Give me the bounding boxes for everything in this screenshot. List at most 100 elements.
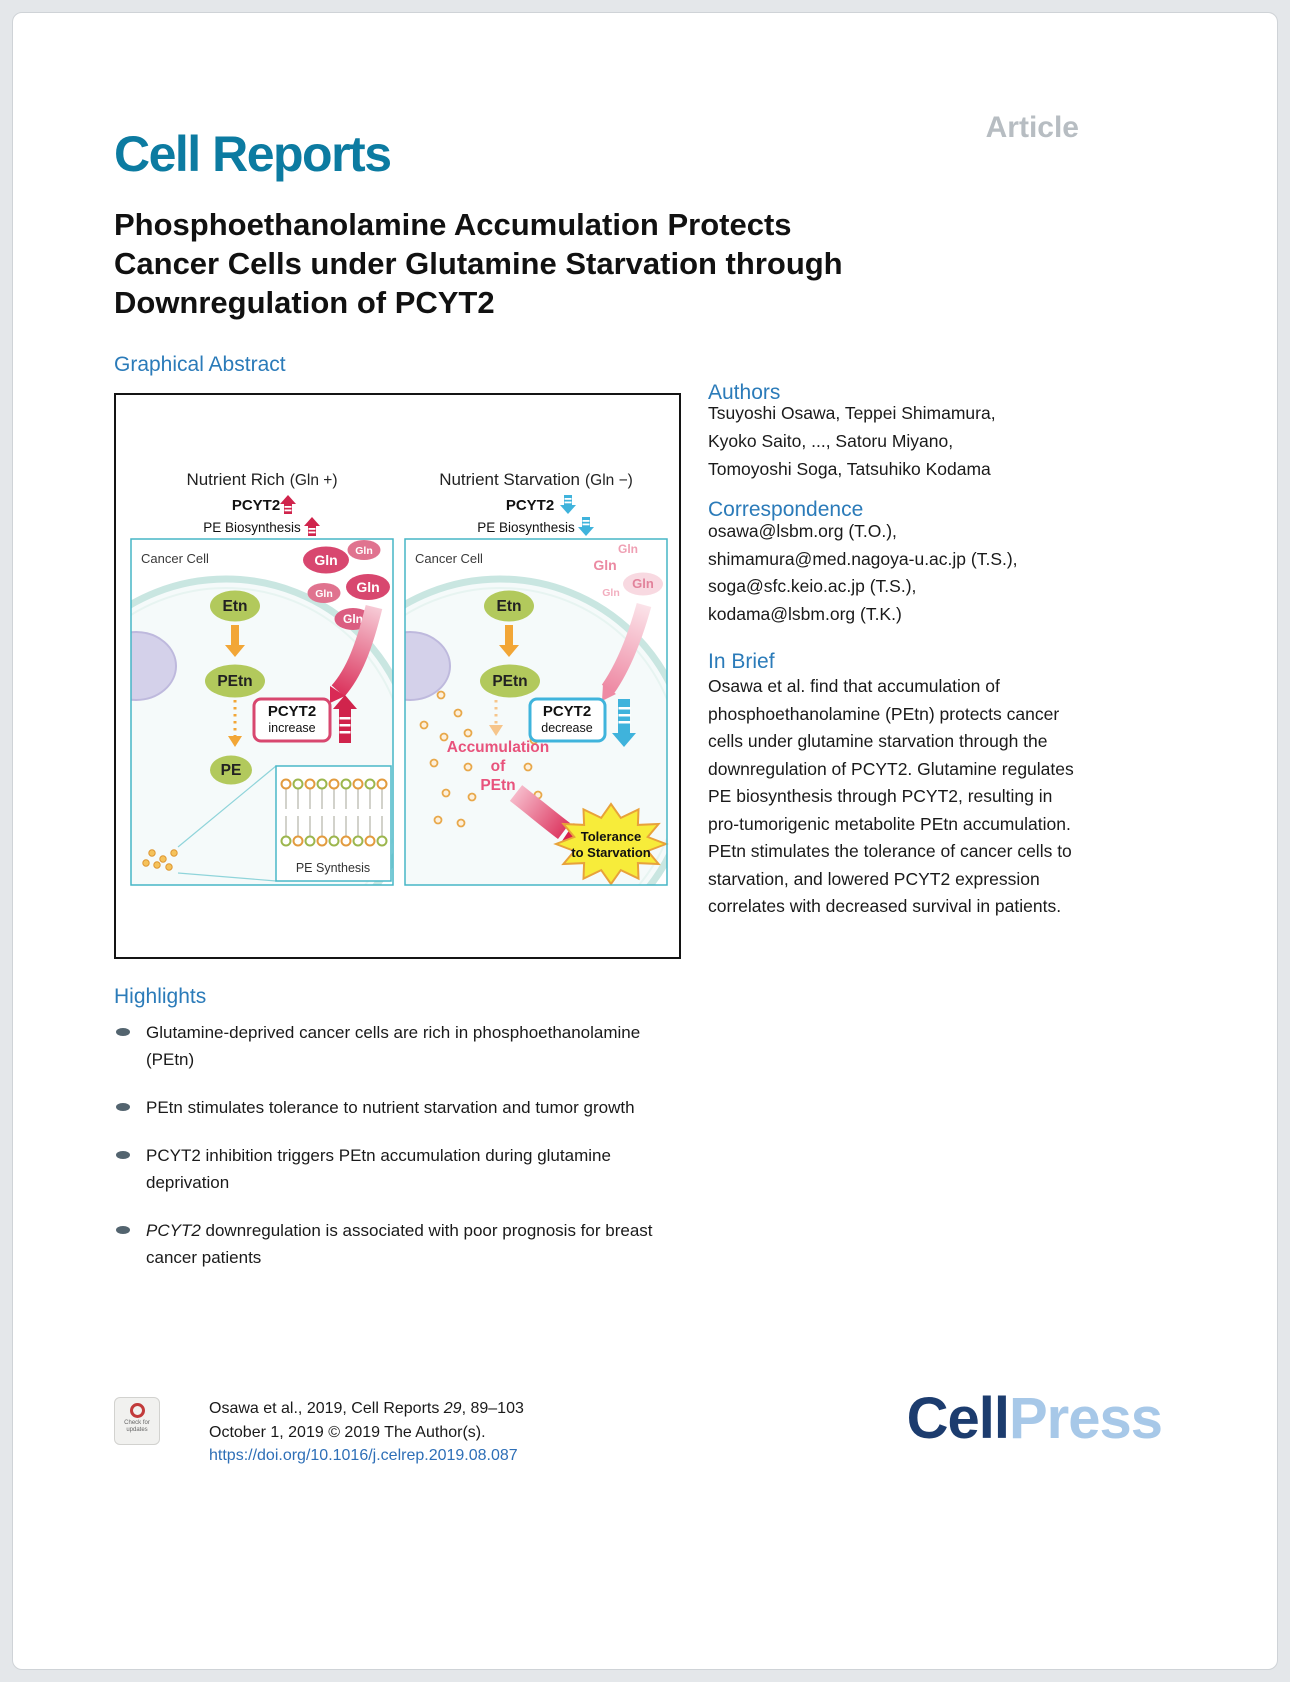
tolerance-starburst: Tolerance to Starvation [553,802,669,886]
copyright-line: October 1, 2019 © 2019 The Author(s). [209,1423,486,1441]
highlight-item: PEtn stimulates tolerance to nutrient st… [114,1094,679,1121]
down-arrow-blue-icon [560,495,576,514]
up-arrow-red-icon [280,495,296,514]
left-process-label: PE Biosynthesis [203,520,301,535]
arrowhead-orange [228,736,242,747]
right-panel-border [404,538,668,886]
petn-node [205,664,265,698]
correspondence-line: osawa@lsbm.org (T.O.), [708,521,897,541]
article-type-label: Article [985,111,1079,144]
highlights-heading: Highlights [114,985,207,1008]
bullet-icon [116,1151,130,1159]
in-brief-text: Osawa et al. find that accumulation of p… [708,676,1074,916]
bullet-icon [116,1103,130,1111]
publisher-logo: CellPress [906,1386,1163,1451]
highlights-list: Glutamine-deprived cancer cells are rich… [114,1019,679,1292]
left-gene-label: PCYT2 [232,497,280,514]
svg-text:Tolerance: Tolerance [581,829,641,844]
gln-molecule: Gln [356,579,379,595]
svg-text:PCYT2: PCYT2 [268,703,316,720]
gln-molecule: Gln [343,612,363,626]
citation-block: Osawa et al., 2019, Cell Reports 29, 89–… [209,1397,524,1468]
svg-text:PEtn: PEtn [480,777,515,794]
left-condition-label: Nutrient Rich(Gln +) [186,470,337,489]
right-condition-label: Nutrient Starvation(Gln −) [439,470,633,489]
svg-text:to Starvation: to Starvation [571,845,651,860]
pcyt2-decrease-box: PCYT2 decrease [528,697,607,743]
correspondence-line: kodama@lsbm.org (T.K.) [708,603,902,624]
page: Article Cell Reports Phosphoethanolamine… [12,12,1278,1670]
graphical-abstract-figure: Nutrient Rich(Gln +) PCYT2 PE Biosynthes… [114,393,681,959]
gene-name-italic: PCYT2 [146,1221,201,1240]
right-process-label: PE Biosynthesis [477,520,575,535]
gln-molecule: Gln [593,557,616,573]
paper-title: Phosphoethanolamine Accumulation Protect… [114,205,1094,322]
petn-label: PEtn [492,673,527,690]
correspondence-line: shimamura@med.nagoya-u.ac.jp (T.S.), [708,548,1018,569]
svg-text:increase: increase [268,721,315,735]
left-panel-border [130,538,394,886]
etn-label: Etn [497,598,522,615]
increase-arrow-icon [333,695,357,743]
etn-node [484,590,534,622]
right-cell-label: Cancer Cell [415,551,483,566]
citation-line: Osawa et al., 2019, Cell Reports 29, 89–… [209,1400,524,1417]
svg-text:PCYT2: PCYT2 [543,703,591,720]
correspondence-heading: Correspondence [708,498,864,521]
membrane-inset: PE Synthesis [142,765,392,882]
author-line: Tsuyoshi Osawa, Teppei Shimamura, [708,403,996,423]
glutamine-influx-arrow [330,604,383,703]
gln-molecule: Gln [618,542,638,556]
down-arrow-orange-icon [499,625,519,657]
authors-list: Tsuyoshi Osawa, Teppei Shimamura, Kyoko … [708,399,1088,483]
nucleus [131,631,177,701]
gln-molecule: Gln [315,588,333,600]
check-for-updates-badge[interactable]: Check for updates [114,1397,160,1445]
gln-molecule: Gln [355,545,373,557]
graphical-abstract-svg: Nutrient Rich(Gln +) PCYT2 PE Biosynthes… [130,470,669,886]
paper-title-line: Cancer Cells under Glutamine Starvation … [114,246,843,281]
decrease-arrow-icon [612,699,636,747]
pe-label: PE [221,762,242,779]
left-cell-label: Cancer Cell [141,551,209,566]
membrane-label: PE Synthesis [296,861,370,875]
author-line: Tomoyoshi Soga, Tatsuhiko Kodama [708,459,991,479]
svg-text:decrease: decrease [541,721,592,735]
etn-node [210,590,260,622]
correspondence-line: soga@sfc.keio.ac.jp (T.S.), [708,576,917,596]
doi-link[interactable]: https://doi.org/10.1016/j.celrep.2019.08… [209,1447,518,1464]
gln-molecule: Gln [314,552,337,568]
update-ring-icon [129,1403,145,1418]
up-arrow-red-icon [304,517,320,536]
bullet-icon [116,1028,130,1036]
highlight-item: Glutamine-deprived cancer cells are rich… [114,1019,679,1073]
glutamine-influx-arrow-faded [601,602,652,701]
paper-title-line: Downregulation of PCYT2 [114,285,495,320]
pcyt2-increase-box: PCYT2 increase [252,697,332,743]
correspondence-emails: osawa@lsbm.org (T.O.), shimamura@med.nag… [708,518,1088,628]
journal-logo: Cell Reports [114,126,392,182]
right-gene-label: PCYT2 [506,497,554,514]
nucleus [405,631,451,701]
accumulation-label: Accumulation of PEtn [447,739,549,794]
highlight-item: PCYT2 inhibition triggers PEtn accumulat… [114,1142,679,1196]
volume-number: 29 [443,1400,462,1417]
bullet-icon [116,1226,130,1234]
gln-cluster-starved: Gln Gln Gln Gln [593,542,663,599]
author-line: Kyoko Saito, ..., Satoru Miyano, [708,431,954,451]
down-arrow-blue-icon [578,517,594,536]
petn-label: PEtn [217,673,252,690]
etn-label: Etn [223,598,248,615]
graphical-abstract-heading: Graphical Abstract [114,353,286,376]
gln-molecule: Gln [602,587,620,599]
highlight-item: PCYT2 downregulation is associated with … [114,1217,679,1271]
svg-text:of: of [491,758,506,775]
pe-node [210,755,252,785]
petn-accumulation-dots [419,690,543,828]
authors-heading: Authors [708,381,781,404]
paper-title-line: Phosphoethanolamine Accumulation Protect… [114,207,792,242]
svg-text:Accumulation: Accumulation [447,739,549,756]
gln-molecule: Gln [632,576,654,591]
petn-node [480,664,540,698]
in-brief-heading: In Brief [708,650,775,673]
